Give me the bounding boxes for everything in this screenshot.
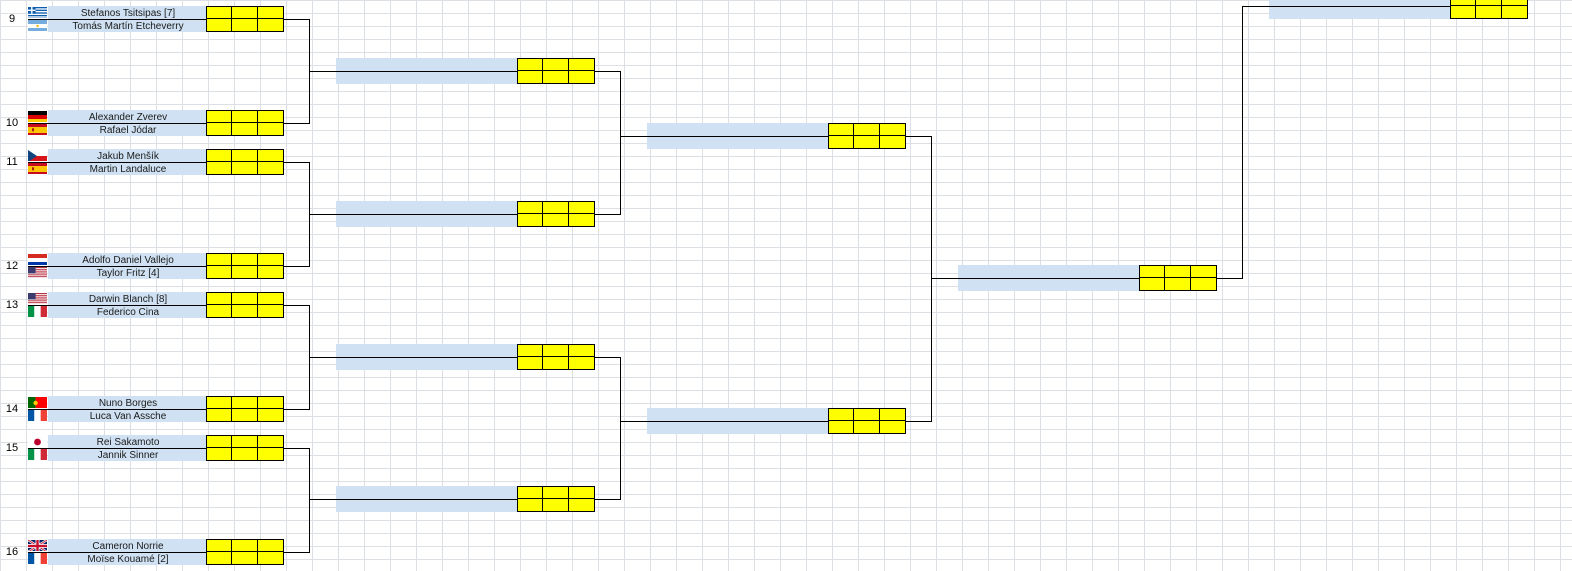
score-box[interactable]	[517, 201, 595, 227]
seed-number: 13	[5, 299, 19, 311]
connector-line	[309, 19, 310, 124]
connector-line	[284, 448, 310, 449]
player-name[interactable]: Moïse Kouamé [2]	[87, 554, 169, 565]
score-box[interactable]	[206, 539, 284, 565]
france-flag-icon	[28, 552, 47, 564]
score-box[interactable]	[206, 396, 284, 422]
connector-line	[595, 499, 621, 500]
player-name[interactable]: Rei Sakamoto	[96, 437, 160, 448]
seed-number: 14	[5, 403, 19, 415]
spain-flag-icon	[28, 123, 47, 135]
seed-number: 15	[5, 442, 19, 454]
match-name-band	[1269, 0, 1450, 19]
match-divider-line	[28, 162, 206, 163]
player-name[interactable]: Taylor Fritz [4]	[96, 268, 160, 279]
usa-flag-icon	[28, 266, 47, 278]
player-name[interactable]: Cameron Norrie	[92, 541, 164, 552]
connector-line	[309, 305, 310, 410]
connector-line	[1242, 6, 1243, 279]
score-box[interactable]	[828, 123, 906, 149]
match-divider-line	[932, 278, 1139, 279]
connector-line	[284, 123, 310, 124]
score-box[interactable]	[1450, 0, 1528, 19]
score-box[interactable]	[206, 435, 284, 461]
argentina-flag-icon	[28, 19, 47, 31]
connector-line	[931, 136, 932, 422]
score-box[interactable]	[206, 149, 284, 175]
match-divider-line	[28, 266, 206, 267]
germany-flag-icon	[28, 110, 47, 122]
seed-number: 10	[5, 117, 19, 129]
connector-line	[284, 19, 310, 20]
connector-line	[309, 162, 310, 267]
player-name[interactable]: Stefanos Tsitsipas [7]	[80, 8, 176, 19]
match-divider-line	[28, 19, 206, 20]
connector-line	[284, 162, 310, 163]
seed-number: 12	[5, 260, 19, 272]
connector-line	[906, 421, 932, 422]
connector-line	[620, 357, 621, 500]
match-divider-line	[28, 448, 206, 449]
connector-line	[1217, 278, 1243, 279]
seed-number: 16	[5, 546, 19, 558]
match-divider-line	[310, 357, 517, 358]
player-name[interactable]: Nuno Borges	[98, 398, 158, 409]
uk-flag-icon	[28, 539, 47, 551]
portugal-flag-icon	[28, 396, 47, 408]
match-divider-line	[28, 123, 206, 124]
player-name[interactable]: Jannik Sinner	[97, 450, 159, 461]
score-box[interactable]	[206, 253, 284, 279]
connector-line	[595, 214, 621, 215]
player-name[interactable]: Jakub Menšík	[97, 151, 159, 162]
greece-flag-icon	[28, 6, 47, 18]
italy-flag-icon	[28, 305, 47, 317]
connector-line	[284, 266, 310, 267]
france-flag-icon	[28, 409, 47, 421]
japan-flag-icon	[28, 435, 47, 447]
connector-line	[284, 305, 310, 306]
player-name[interactable]: Martin Landaluce	[89, 164, 167, 175]
score-box[interactable]	[1139, 265, 1217, 291]
seed-number: 9	[8, 13, 16, 25]
match-divider-line	[28, 409, 206, 410]
match-divider-line	[621, 421, 828, 422]
connector-line	[595, 357, 621, 358]
paraguay-flag-icon	[28, 253, 47, 265]
player-name[interactable]: Alexander Zverev	[88, 112, 168, 123]
score-box[interactable]	[517, 58, 595, 84]
score-box[interactable]	[517, 344, 595, 370]
connector-line	[595, 71, 621, 72]
player-name[interactable]: Darwin Blanch [8]	[88, 294, 168, 305]
player-name[interactable]: Luca Van Assche	[89, 411, 167, 422]
score-box[interactable]	[517, 486, 595, 512]
score-box[interactable]	[828, 408, 906, 434]
player-name[interactable]: Adolfo Daniel Vallejo	[82, 255, 174, 266]
connector-line	[620, 71, 621, 215]
connector-line	[309, 448, 310, 553]
usa-flag-icon	[28, 292, 47, 304]
player-name[interactable]: Tomás Martín Etcheverry	[72, 21, 184, 32]
match-divider-line	[621, 136, 828, 137]
seed-number: 11	[6, 156, 18, 168]
player-name[interactable]: Rafael Jódar	[99, 125, 157, 136]
match-divider-line	[28, 552, 206, 553]
italy-flag-icon	[28, 448, 47, 460]
match-divider-line	[310, 214, 517, 215]
connector-line	[284, 409, 310, 410]
score-box[interactable]	[206, 110, 284, 136]
score-box[interactable]	[206, 292, 284, 318]
connector-line	[284, 552, 310, 553]
connector-line	[906, 136, 932, 137]
spain-flag-icon	[28, 162, 47, 174]
player-name[interactable]: Federico Cina	[96, 307, 160, 318]
match-divider-line	[1243, 6, 1450, 7]
czechia-flag-icon	[28, 149, 47, 161]
match-divider-line	[310, 499, 517, 500]
match-divider-line	[28, 305, 206, 306]
score-box[interactable]	[206, 6, 284, 32]
match-divider-line	[310, 71, 517, 72]
